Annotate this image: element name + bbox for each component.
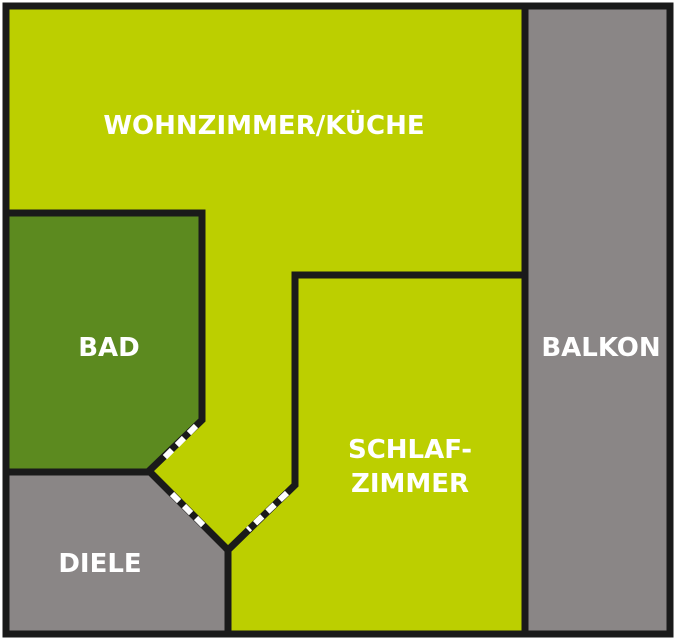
label-diele: DIELE <box>58 549 141 579</box>
room-schlafzimmer <box>228 275 525 634</box>
door-diele <box>169 491 211 533</box>
label-balkon: BALKON <box>541 333 660 363</box>
room-balkon <box>525 6 670 634</box>
wall-bad-top <box>2 209 206 475</box>
room-diele <box>6 475 228 634</box>
room-wohnzimmer-kueche <box>6 6 525 550</box>
door-bad <box>157 423 199 465</box>
label-wohnzimmer-kueche: WOHNZIMMER/KÜCHE <box>103 108 424 141</box>
label-schlafzimmer-line1: SCHLAF- <box>348 435 472 465</box>
room-bad <box>6 213 202 475</box>
label-bad: BAD <box>78 333 140 363</box>
label-schlafzimmer-line2: ZIMMER <box>351 469 469 499</box>
door-schlafzimmer <box>245 490 290 533</box>
